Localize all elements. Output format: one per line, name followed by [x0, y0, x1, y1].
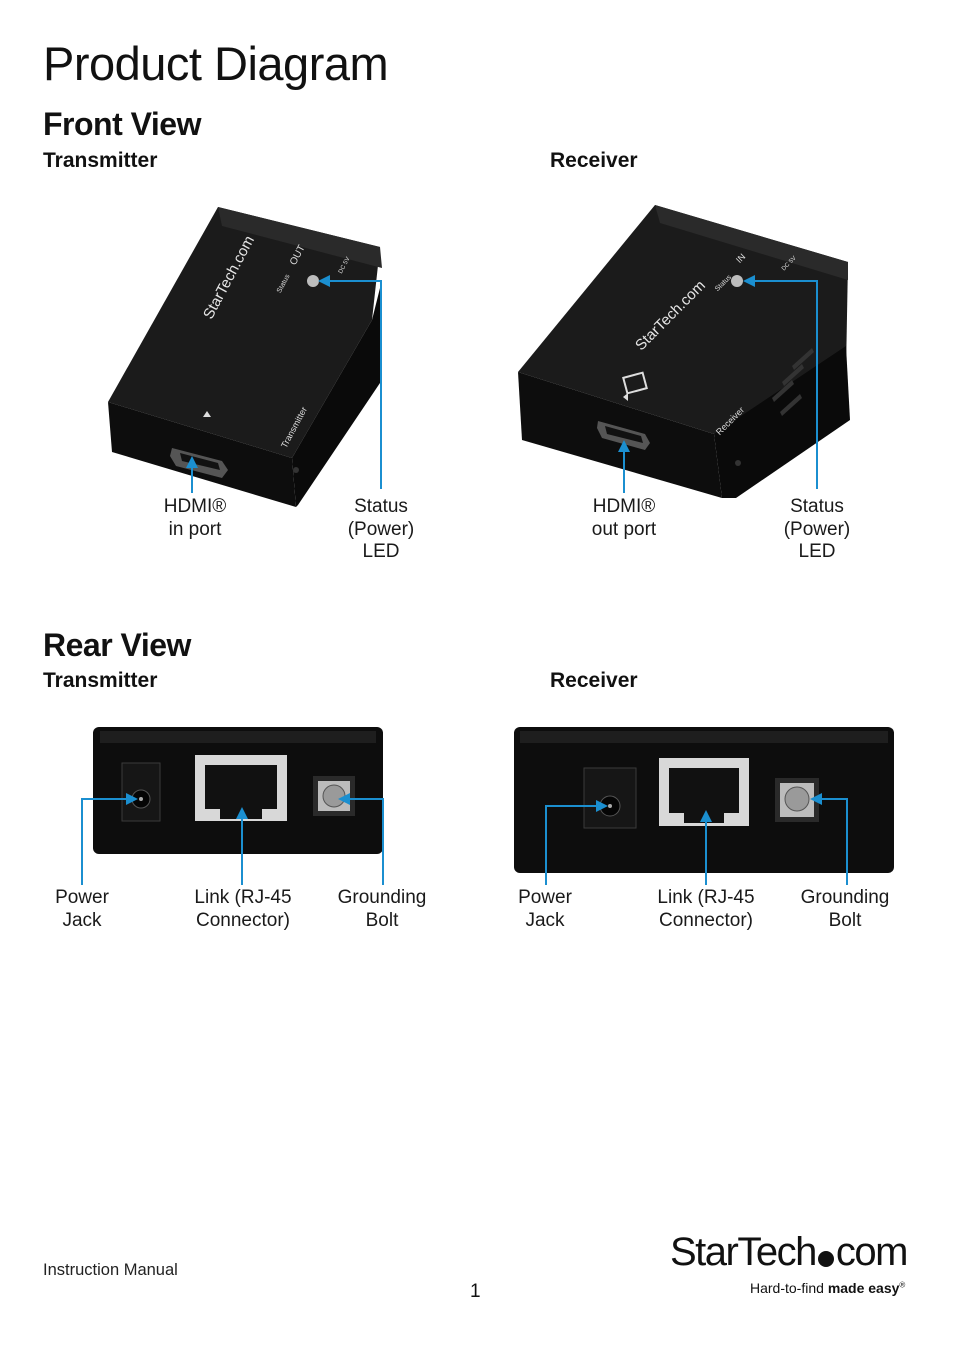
front-receiver-dc-print: DC 5V — [781, 255, 798, 273]
front-receiver-model-print: Receiver — [714, 404, 747, 438]
callout-front-tx-status: Status (Power) LED — [347, 496, 415, 562]
rear-receiver-label: Receiver — [550, 669, 638, 692]
callout-front-tx-hdmi: HDMI® in port — [163, 496, 227, 540]
page-number: 1 — [470, 1281, 481, 1302]
rear-view-heading: Rear View — [43, 627, 191, 663]
front-receiver-status-print: Status — [714, 273, 733, 293]
front-receiver-in-print: IN — [734, 251, 748, 266]
front-transmitter-brand: StarTech.com — [200, 233, 259, 322]
callout-rear-tx-ground: Grounding Bolt — [337, 887, 427, 931]
page-title: Product Diagram — [43, 37, 389, 90]
footer-manual-label: Instruction Manual — [43, 1261, 178, 1279]
callout-rear-tx-link: Link (RJ-45 Connector) — [194, 887, 292, 931]
callout-front-rx-hdmi: HDMI® out port — [591, 496, 657, 540]
front-transmitter-model-print: Transmitter — [279, 405, 310, 450]
front-receiver-brand: StarTech.com — [632, 277, 709, 355]
rear-transmitter-label: Transmitter — [43, 669, 158, 692]
logo-dot-icon — [817, 1251, 834, 1267]
callout-rear-rx-power: Power Jack — [518, 887, 572, 931]
front-view-heading: Front View — [43, 106, 201, 142]
front-transmitter-out-print: OUT — [288, 243, 308, 268]
front-transmitter-status-print: Status — [276, 273, 292, 295]
front-transmitter-dc-print: DC 5V — [338, 256, 352, 275]
callout-rear-rx-link: Link (RJ-45 Connector) — [657, 887, 755, 931]
callout-rear-rx-ground: Grounding Bolt — [800, 887, 890, 931]
front-transmitter-label: Transmitter — [43, 149, 158, 172]
logo-tagline: Hard-to-find made easy® — [750, 1280, 906, 1296]
callout-front-rx-status: Status (Power) LED — [783, 496, 851, 562]
front-receiver-label: Receiver — [550, 149, 638, 172]
callout-rear-tx-power: Power Jack — [55, 887, 109, 931]
